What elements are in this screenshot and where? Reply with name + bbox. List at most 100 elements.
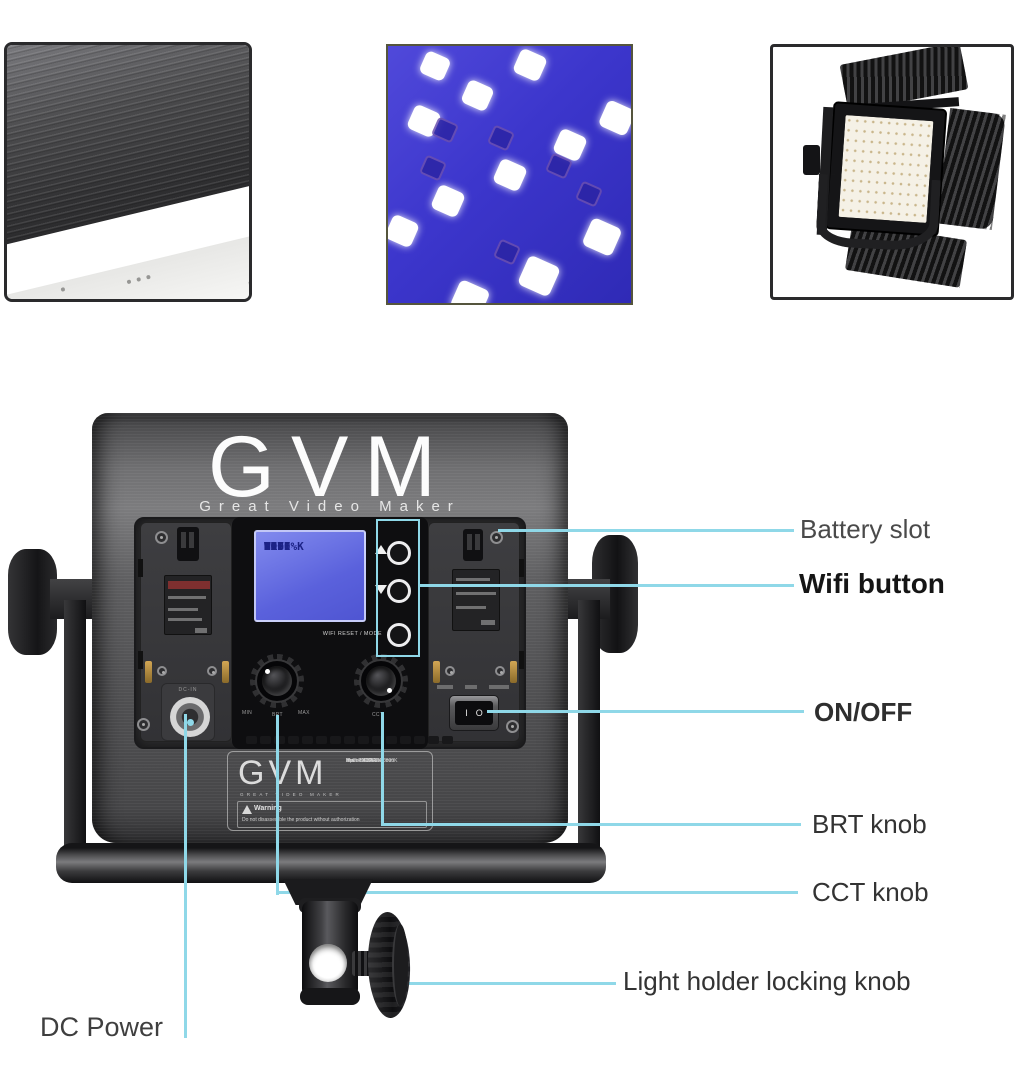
- label-cct-knob: CCT knob: [812, 877, 929, 907]
- screw: [506, 720, 519, 733]
- gold-contact-pin: [510, 661, 517, 683]
- led-chip: [491, 157, 529, 193]
- plate-brand-logo: GVM: [238, 754, 328, 792]
- vent-row: [246, 736, 456, 744]
- yoke-side-bar-left: [64, 600, 86, 856]
- led-chip: [418, 49, 452, 83]
- plate-edge-tab: [519, 559, 524, 577]
- callout-line-battery-slot: [498, 529, 794, 532]
- spec-line: Input: DC 15V: [346, 758, 378, 764]
- gold-contact-pin: [145, 661, 152, 683]
- pcb-dot: [126, 279, 132, 285]
- plate-edge-tab: [138, 559, 143, 577]
- led-chip-dark: [418, 154, 448, 182]
- led-chip: [511, 47, 549, 83]
- knob-min-label: MIN: [242, 710, 253, 716]
- label-brt-knob: BRT knob: [812, 809, 927, 839]
- knob-max-label: MAX: [298, 710, 310, 716]
- brushed-aluminum-bar: [7, 45, 249, 253]
- led-chip: [516, 254, 562, 298]
- led-chip: [449, 278, 491, 303]
- led-chip: [460, 78, 495, 113]
- plate-brand-tagline: GREAT VIDEO MAKER: [240, 792, 342, 797]
- callout-line-on-off: [487, 710, 804, 713]
- pcb-pad-outline: [248, 274, 249, 299]
- battery-label-sticker: [164, 575, 212, 635]
- light-holder-rim: [300, 988, 360, 1005]
- led-chip-dark: [492, 238, 522, 266]
- switch-off-mark: O: [475, 708, 483, 718]
- knob-right-label: CCT: [372, 712, 384, 718]
- spec-line: Power: 40W: [346, 758, 374, 764]
- thumbnail-led-strip-closeup: [4, 42, 252, 302]
- mount-u-bracket: [815, 173, 941, 253]
- wifi-reset-mode-button[interactable]: [387, 623, 411, 647]
- yoke-hand-knob-left: [8, 549, 57, 655]
- callout-line-cct-vertical: [276, 715, 279, 895]
- yoke-bottom-bar: [56, 843, 606, 883]
- sticker-text-line: [168, 618, 202, 621]
- control-console: BRG:100 % CCT:3200 K MODE:WIFI CH:Ch0 WI…: [232, 517, 428, 749]
- power-switch[interactable]: I O: [449, 695, 499, 731]
- screw: [155, 531, 168, 544]
- callout-line-wifi-button: [420, 584, 794, 587]
- led-chip-dark: [486, 124, 516, 152]
- led-chip-dark: [574, 180, 604, 208]
- screw: [137, 718, 150, 731]
- label-on-off: ON/OFF: [814, 697, 913, 727]
- led-chip: [581, 216, 623, 258]
- label-dc-power: DC Power: [40, 1012, 164, 1042]
- thumbnail-rgb-led-panel: [386, 44, 633, 305]
- plate-edge-tab: [519, 651, 524, 669]
- sticker-red-bar: [168, 581, 210, 589]
- sticker-text-line: [456, 592, 496, 595]
- warning-text: Do not disassemble the product without a…: [242, 817, 360, 823]
- bracket-knob: [803, 145, 820, 175]
- pcb-module: [6, 300, 63, 302]
- led-chip: [76, 300, 120, 302]
- callout-line-dc-power: [184, 714, 187, 1038]
- locking-knob-face: [392, 924, 408, 1006]
- led-chip: [186, 298, 231, 299]
- spec-label-plate: GVM GREAT VIDEO MAKER Model: 800-RGB Pow…: [227, 751, 433, 831]
- up-arrow-icon: [375, 545, 387, 554]
- barn-door-right: [936, 108, 1006, 230]
- screw: [445, 666, 455, 676]
- down-arrow-icon: [375, 585, 387, 594]
- gold-contact-pin: [222, 661, 229, 683]
- label-battery-slot: Battery slot: [800, 514, 931, 544]
- battery-contact-slot: [463, 529, 483, 561]
- brand-tagline: Great Video Maker: [199, 498, 461, 515]
- plate-edge-tab: [138, 651, 143, 669]
- sticker-text-line: [456, 578, 490, 581]
- dc-power-port[interactable]: [170, 697, 210, 737]
- warning-title: Warning: [254, 805, 282, 812]
- led-chip: [597, 99, 631, 137]
- wifi-buttons-highlight-box: [376, 519, 420, 657]
- label-wifi-button: Wifi button: [799, 568, 945, 599]
- up-button[interactable]: [387, 541, 411, 565]
- callout-line-brt-vertical: [381, 712, 384, 826]
- battery-label-sticker: [452, 569, 500, 631]
- battery-contact-slot: [177, 527, 199, 561]
- sticker-mark: [195, 628, 207, 633]
- spec-line: Bi-Color: 3200K-5600K: [346, 758, 398, 764]
- label-light-holder-locking-knob: Light holder locking knob: [623, 966, 911, 996]
- sticker-mark: [481, 620, 495, 625]
- callout-line-locking-knob: [404, 982, 616, 985]
- sticker-text-line: [168, 608, 198, 611]
- brt-knob[interactable]: [354, 654, 408, 708]
- wifi-button-caption: WIFI RESET / MODE: [322, 631, 382, 637]
- battery-plate-left: DC-IN: [138, 522, 232, 742]
- led-chip: [429, 183, 467, 219]
- down-button[interactable]: [387, 579, 411, 603]
- pcb-dot: [60, 287, 66, 292]
- switch-on-mark: I: [465, 708, 468, 718]
- led-chip: [388, 213, 421, 249]
- callout-line-brt-horizontal: [381, 823, 801, 826]
- cct-knob[interactable]: [250, 654, 304, 708]
- battery-plate-right: I O: [428, 522, 524, 742]
- sticker-text-line: [456, 606, 486, 609]
- yoke-side-bar-right: [578, 600, 600, 856]
